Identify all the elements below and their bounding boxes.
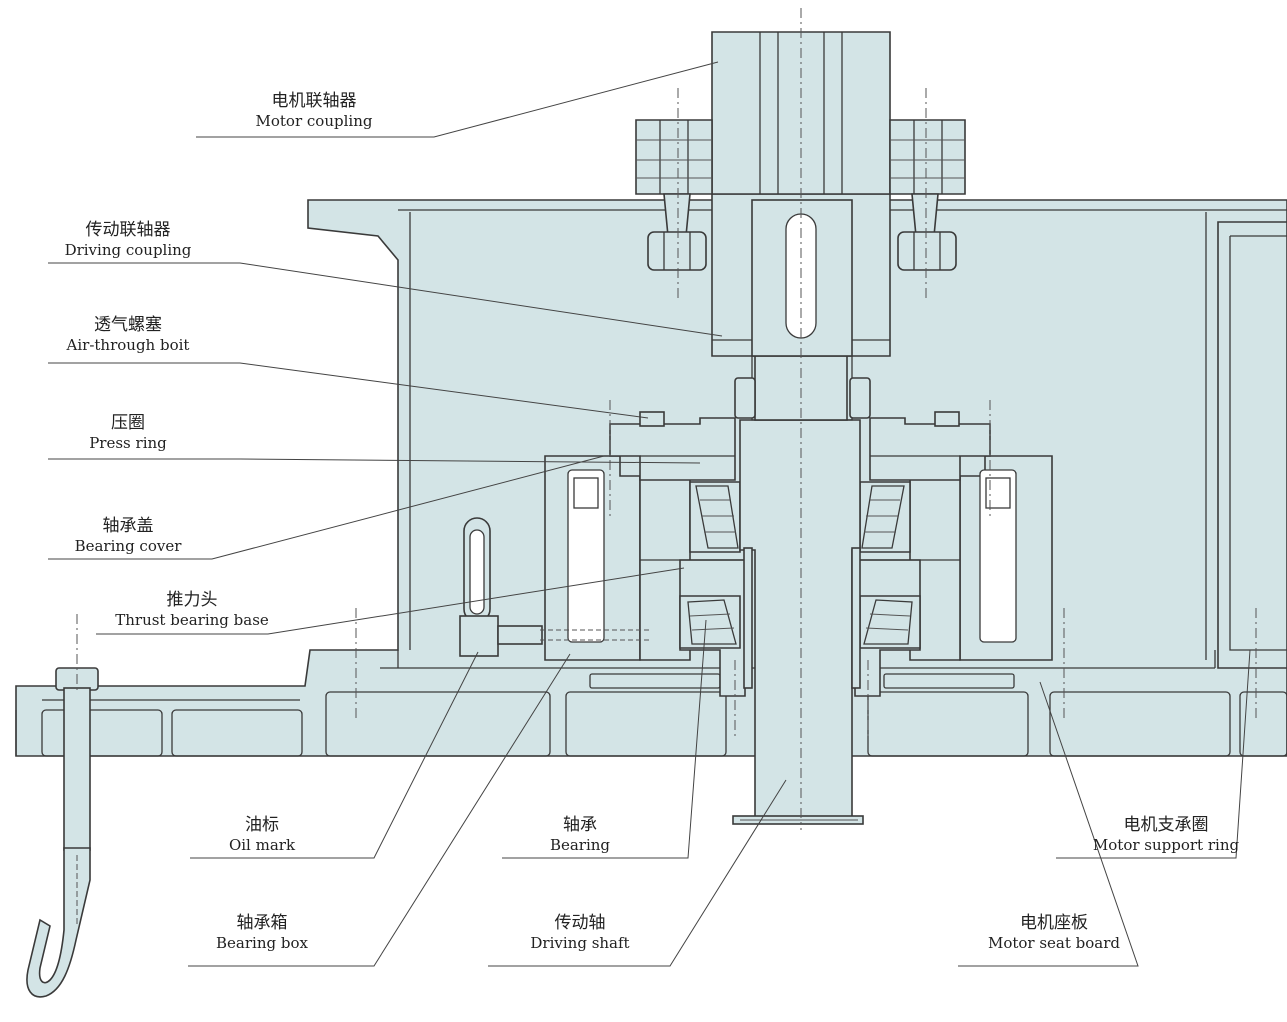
label-bearing: 轴承 Bearing: [550, 815, 610, 854]
oil-mark: [459, 517, 650, 657]
leader-lines: [48, 61, 1251, 967]
label-driving-coupling: 传动联轴器 Driving coupling: [65, 220, 192, 259]
svg-text:电机支承圈: 电机支承圈: [1124, 815, 1209, 835]
svg-text:Press ring: Press ring: [89, 434, 167, 452]
label-thrust-bearing-base: 推力头 Thrust bearing base: [115, 590, 269, 629]
svg-text:电机座板: 电机座板: [1020, 913, 1088, 933]
label-air-through-bolt: 透气螺塞 Air-through boit: [66, 315, 190, 354]
svg-text:轴承: 轴承: [563, 815, 597, 835]
svg-text:Driving coupling: Driving coupling: [65, 241, 192, 259]
svg-text:轴承盖: 轴承盖: [103, 516, 154, 536]
bearing-right: [859, 481, 921, 649]
label-motor-support-ring: 电机支承圈 Motor support ring: [1093, 815, 1240, 854]
driving-shaft: [739, 419, 861, 819]
label-motor-coupling: 电机联轴器 Motor coupling: [256, 91, 373, 130]
bearing-cover: [609, 417, 736, 481]
svg-text:Bearing box: Bearing box: [216, 934, 308, 952]
svg-text:传动轴: 传动轴: [555, 913, 606, 933]
svg-text:Thrust bearing base: Thrust bearing base: [115, 611, 269, 629]
svg-text:油标: 油标: [245, 815, 279, 835]
svg-text:Air-through boit: Air-through boit: [66, 336, 190, 354]
svg-text:电机联轴器: 电机联轴器: [272, 91, 357, 111]
svg-text:Motor support ring: Motor support ring: [1093, 836, 1240, 854]
motor-support-ring: [1217, 221, 1287, 669]
centre-lines: [76, 8, 1257, 830]
svg-text:推力头: 推力头: [167, 590, 218, 610]
svg-text:Oil mark: Oil mark: [229, 836, 296, 854]
label-oil-mark: 油标 Oil mark: [229, 815, 296, 854]
label-press-ring: 压圈 Press ring: [89, 413, 167, 452]
svg-text:透气螺塞: 透气螺塞: [94, 315, 162, 335]
bearing-left: [679, 481, 741, 649]
label-driving-shaft: 传动轴 Driving shaft: [530, 913, 629, 952]
hook-bolt: [26, 667, 99, 998]
label-bearing-box: 轴承箱 Bearing box: [216, 913, 308, 952]
svg-text:传动联轴器: 传动联轴器: [86, 220, 171, 240]
svg-text:Bearing: Bearing: [550, 836, 610, 854]
svg-text:Motor seat board: Motor seat board: [988, 934, 1120, 952]
svg-text:Motor coupling: Motor coupling: [256, 112, 373, 130]
svg-text:Bearing cover: Bearing cover: [75, 537, 183, 555]
svg-text:压圈: 压圈: [111, 413, 145, 433]
svg-text:轴承箱: 轴承箱: [237, 913, 288, 933]
label-bearing-cover: 轴承盖 Bearing cover: [75, 516, 183, 555]
svg-text:Driving shaft: Driving shaft: [530, 934, 629, 952]
label-motor-seat-board: 电机座板 Motor seat board: [988, 913, 1120, 952]
